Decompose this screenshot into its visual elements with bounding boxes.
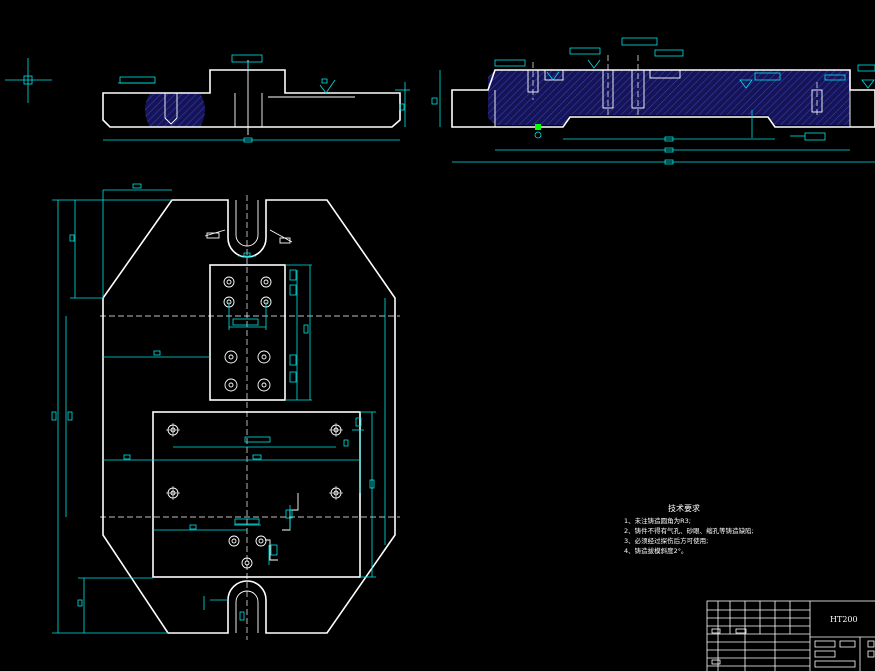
crosshair-cursor-icon bbox=[5, 58, 52, 103]
tech-requirement-item: 1、未注铸造圆角为R3; bbox=[624, 516, 691, 525]
plan-view bbox=[100, 195, 400, 640]
title-block: HT200 bbox=[706, 600, 875, 671]
technical-requirements: 技术要求 1、未注铸造圆角为R3; 2、铸件不得有气孔、砂眼、缩孔等铸造缺陷; … bbox=[624, 503, 754, 555]
section-view-right bbox=[431, 37, 875, 165]
tech-requirements-title: 技术要求 bbox=[668, 503, 700, 513]
material-label: HT200 bbox=[830, 615, 858, 624]
grip-marker-icon bbox=[535, 124, 541, 130]
plan-dimensions bbox=[51, 183, 386, 634]
side-view-left bbox=[102, 54, 410, 143]
tech-requirement-item: 3、必须经过探伤后方可使用; bbox=[624, 536, 708, 545]
tech-requirement-item: 2、铸件不得有气孔、砂眼、缩孔等铸造缺陷; bbox=[624, 526, 754, 535]
tech-requirement-item: 4、铸造拔模斜度2°。 bbox=[624, 546, 688, 555]
